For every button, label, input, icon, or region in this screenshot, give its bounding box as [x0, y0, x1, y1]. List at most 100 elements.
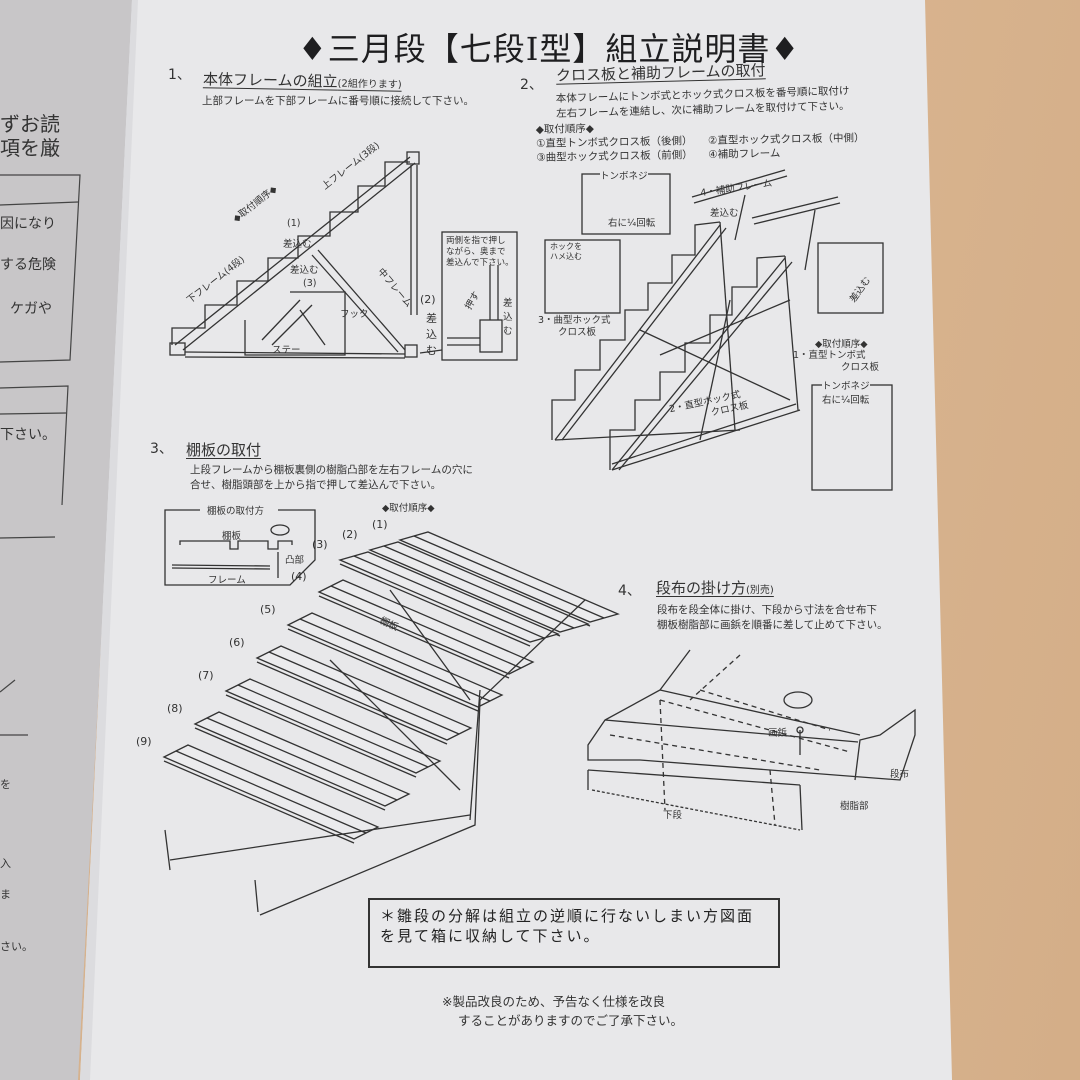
insert-3-label: 差込む: [290, 265, 319, 276]
side-frame: [259, 599, 586, 916]
section-3-body: 上段フレームから棚板裏側の樹脂凸部を左右フレームの穴に 合せ、樹脂頭部を上から指…: [190, 463, 473, 493]
step-label: (1): [372, 518, 388, 531]
frame-brace: [169, 814, 471, 861]
section-4-number: 4、: [618, 583, 641, 599]
step-3-label: (3): [303, 278, 317, 289]
label-line: 3・曲型ホック式: [538, 315, 611, 326]
plank-edge: [194, 727, 386, 811]
inset-line: ながら、奥まで: [446, 247, 506, 257]
left-page-fragment: する危険: [0, 257, 56, 273]
step-1-label: (1): [287, 218, 301, 229]
section-4-heading-note: (別売): [746, 585, 774, 596]
label-line: ホックを: [550, 242, 582, 251]
insert-2-label: 差込む: [426, 312, 437, 357]
plank-edge: [339, 563, 531, 647]
plank-groove: [383, 545, 575, 629]
left-page-fragment: 因になり: [0, 216, 56, 232]
body-line: 棚板樹脂部に画鋲を順番に差して止めて下さい。: [657, 619, 888, 631]
left-page: [0, 0, 135, 1080]
inset-shelf-label: 棚板: [222, 531, 242, 542]
frame-post: [254, 879, 259, 913]
step-label: (6): [229, 636, 245, 649]
step-label: (7): [198, 669, 214, 682]
inset-line: 両側を指で押し: [446, 236, 506, 246]
inset-insert-label: 差込む: [503, 298, 513, 337]
left-page-fragment: 下さい。: [0, 427, 56, 443]
step-label: (3): [312, 538, 328, 551]
label-line: ハメ込む: [550, 252, 582, 261]
left-page-fragment: ケガや: [10, 301, 52, 317]
hook-label: フック: [340, 309, 369, 320]
plank-edge: [256, 661, 448, 745]
sheet-shadow: [80, 0, 138, 1080]
tombo-screw-label: トンボネジ: [600, 168, 648, 182]
stay-label: ステー: [272, 345, 301, 356]
pin-label: 画鋲: [768, 728, 788, 739]
footer-line: することがありますのでご了承下さい。: [458, 1013, 684, 1028]
left-page-fragment: を: [0, 778, 11, 791]
section-1-number: 1、: [168, 67, 191, 83]
insert-label: 差込む: [710, 208, 739, 219]
step-label: (2): [342, 528, 358, 541]
order-label-2: ◆取付順序◆: [815, 339, 868, 350]
label-line: クロス板: [841, 362, 880, 373]
frame-brace: [389, 589, 471, 701]
tombo-screw-label-2: トンボネジ: [822, 378, 870, 392]
frame-brace: [329, 659, 461, 791]
step-label: (9): [136, 735, 152, 748]
plank-groove: [299, 618, 491, 702]
section-4-body: 段布を段全体に掛け、下段から寸法を合せ布下 棚板樹脂部に画鋲を順番に差して止めて…: [657, 603, 888, 633]
section-4-heading-text: 段布の掛け方: [656, 579, 747, 597]
inset-instruction: 両側を指で押し ながら、奥まで 差込んで下さい。: [446, 236, 514, 269]
inset-line: 差込んで下さい。: [446, 258, 514, 268]
section-4-heading: 段布の掛け方(別売): [656, 577, 774, 598]
rotate-label: 右に¼回転: [608, 218, 656, 229]
footer-line: ※製品改良のため、予告なく仕様を改良: [442, 994, 665, 1009]
step-label: (8): [167, 702, 183, 715]
rotate-label-2: 右に¼回転: [822, 395, 870, 406]
insert-1-label: 差込む: [283, 239, 312, 250]
plank-groove: [330, 585, 522, 669]
label-line: 1・直型トンボ式: [793, 350, 866, 361]
step-label: (5): [260, 603, 276, 616]
lower-step-label: 下段: [663, 810, 683, 821]
plank-edge: [225, 694, 417, 778]
plank-groove: [206, 717, 398, 801]
step-label: (4): [291, 570, 307, 583]
plank-edge: [163, 760, 355, 844]
frame-post: [164, 829, 171, 871]
section-2-number: 2、: [520, 77, 543, 93]
left-page-fragment: さい。: [0, 940, 33, 953]
disassembly-note: ＊雛段の分解は組立の逆順に行ないしまい方図面を見て箱に収納して下さい。: [368, 898, 780, 968]
left-page-fragment: 入: [0, 857, 11, 870]
left-page-fragment: ま: [0, 888, 11, 901]
body-line: 上段フレームから棚板裏側の樹脂凸部を左右フレームの穴に: [190, 464, 473, 476]
left-page-fragment: 項を厳: [0, 136, 60, 160]
label-line: クロス板: [558, 327, 597, 338]
cloth-label: 段布: [890, 769, 910, 780]
hook-fit-label: ホックをハメ込む: [550, 242, 582, 262]
inset-boss-label: 凸部: [285, 555, 305, 566]
plank-edge: [287, 628, 479, 712]
stairs-order-title: ◆取付順序◆: [382, 503, 435, 514]
left-page-fragment: ずお読: [0, 112, 60, 136]
inset-frame-label: フレーム: [208, 575, 246, 586]
step-2-label: (2): [420, 293, 436, 306]
footer-note: ※製品改良のため、予告なく仕様を改良 することがありますのでご了承下さい。: [442, 992, 683, 1030]
resin-label: 樹脂部: [840, 801, 869, 812]
page-title: ♦三月段【七段Ⅰ型】組立説明書♦: [298, 30, 801, 68]
section-1-body: 上部フレームを下部フレームに番号順に接続して下さい。: [202, 95, 475, 107]
plank-edge: [318, 595, 510, 679]
frame-post: [469, 689, 481, 821]
plank-groove: [268, 651, 460, 735]
plank-groove: [237, 684, 429, 768]
inset-title: 棚板の取付方: [204, 503, 268, 517]
plank-groove: [175, 750, 367, 834]
curved-hook-label: 3・曲型ホック式クロス板: [538, 315, 611, 339]
straight-tombo-label: 1・直型トンボ式クロス板: [793, 350, 879, 374]
